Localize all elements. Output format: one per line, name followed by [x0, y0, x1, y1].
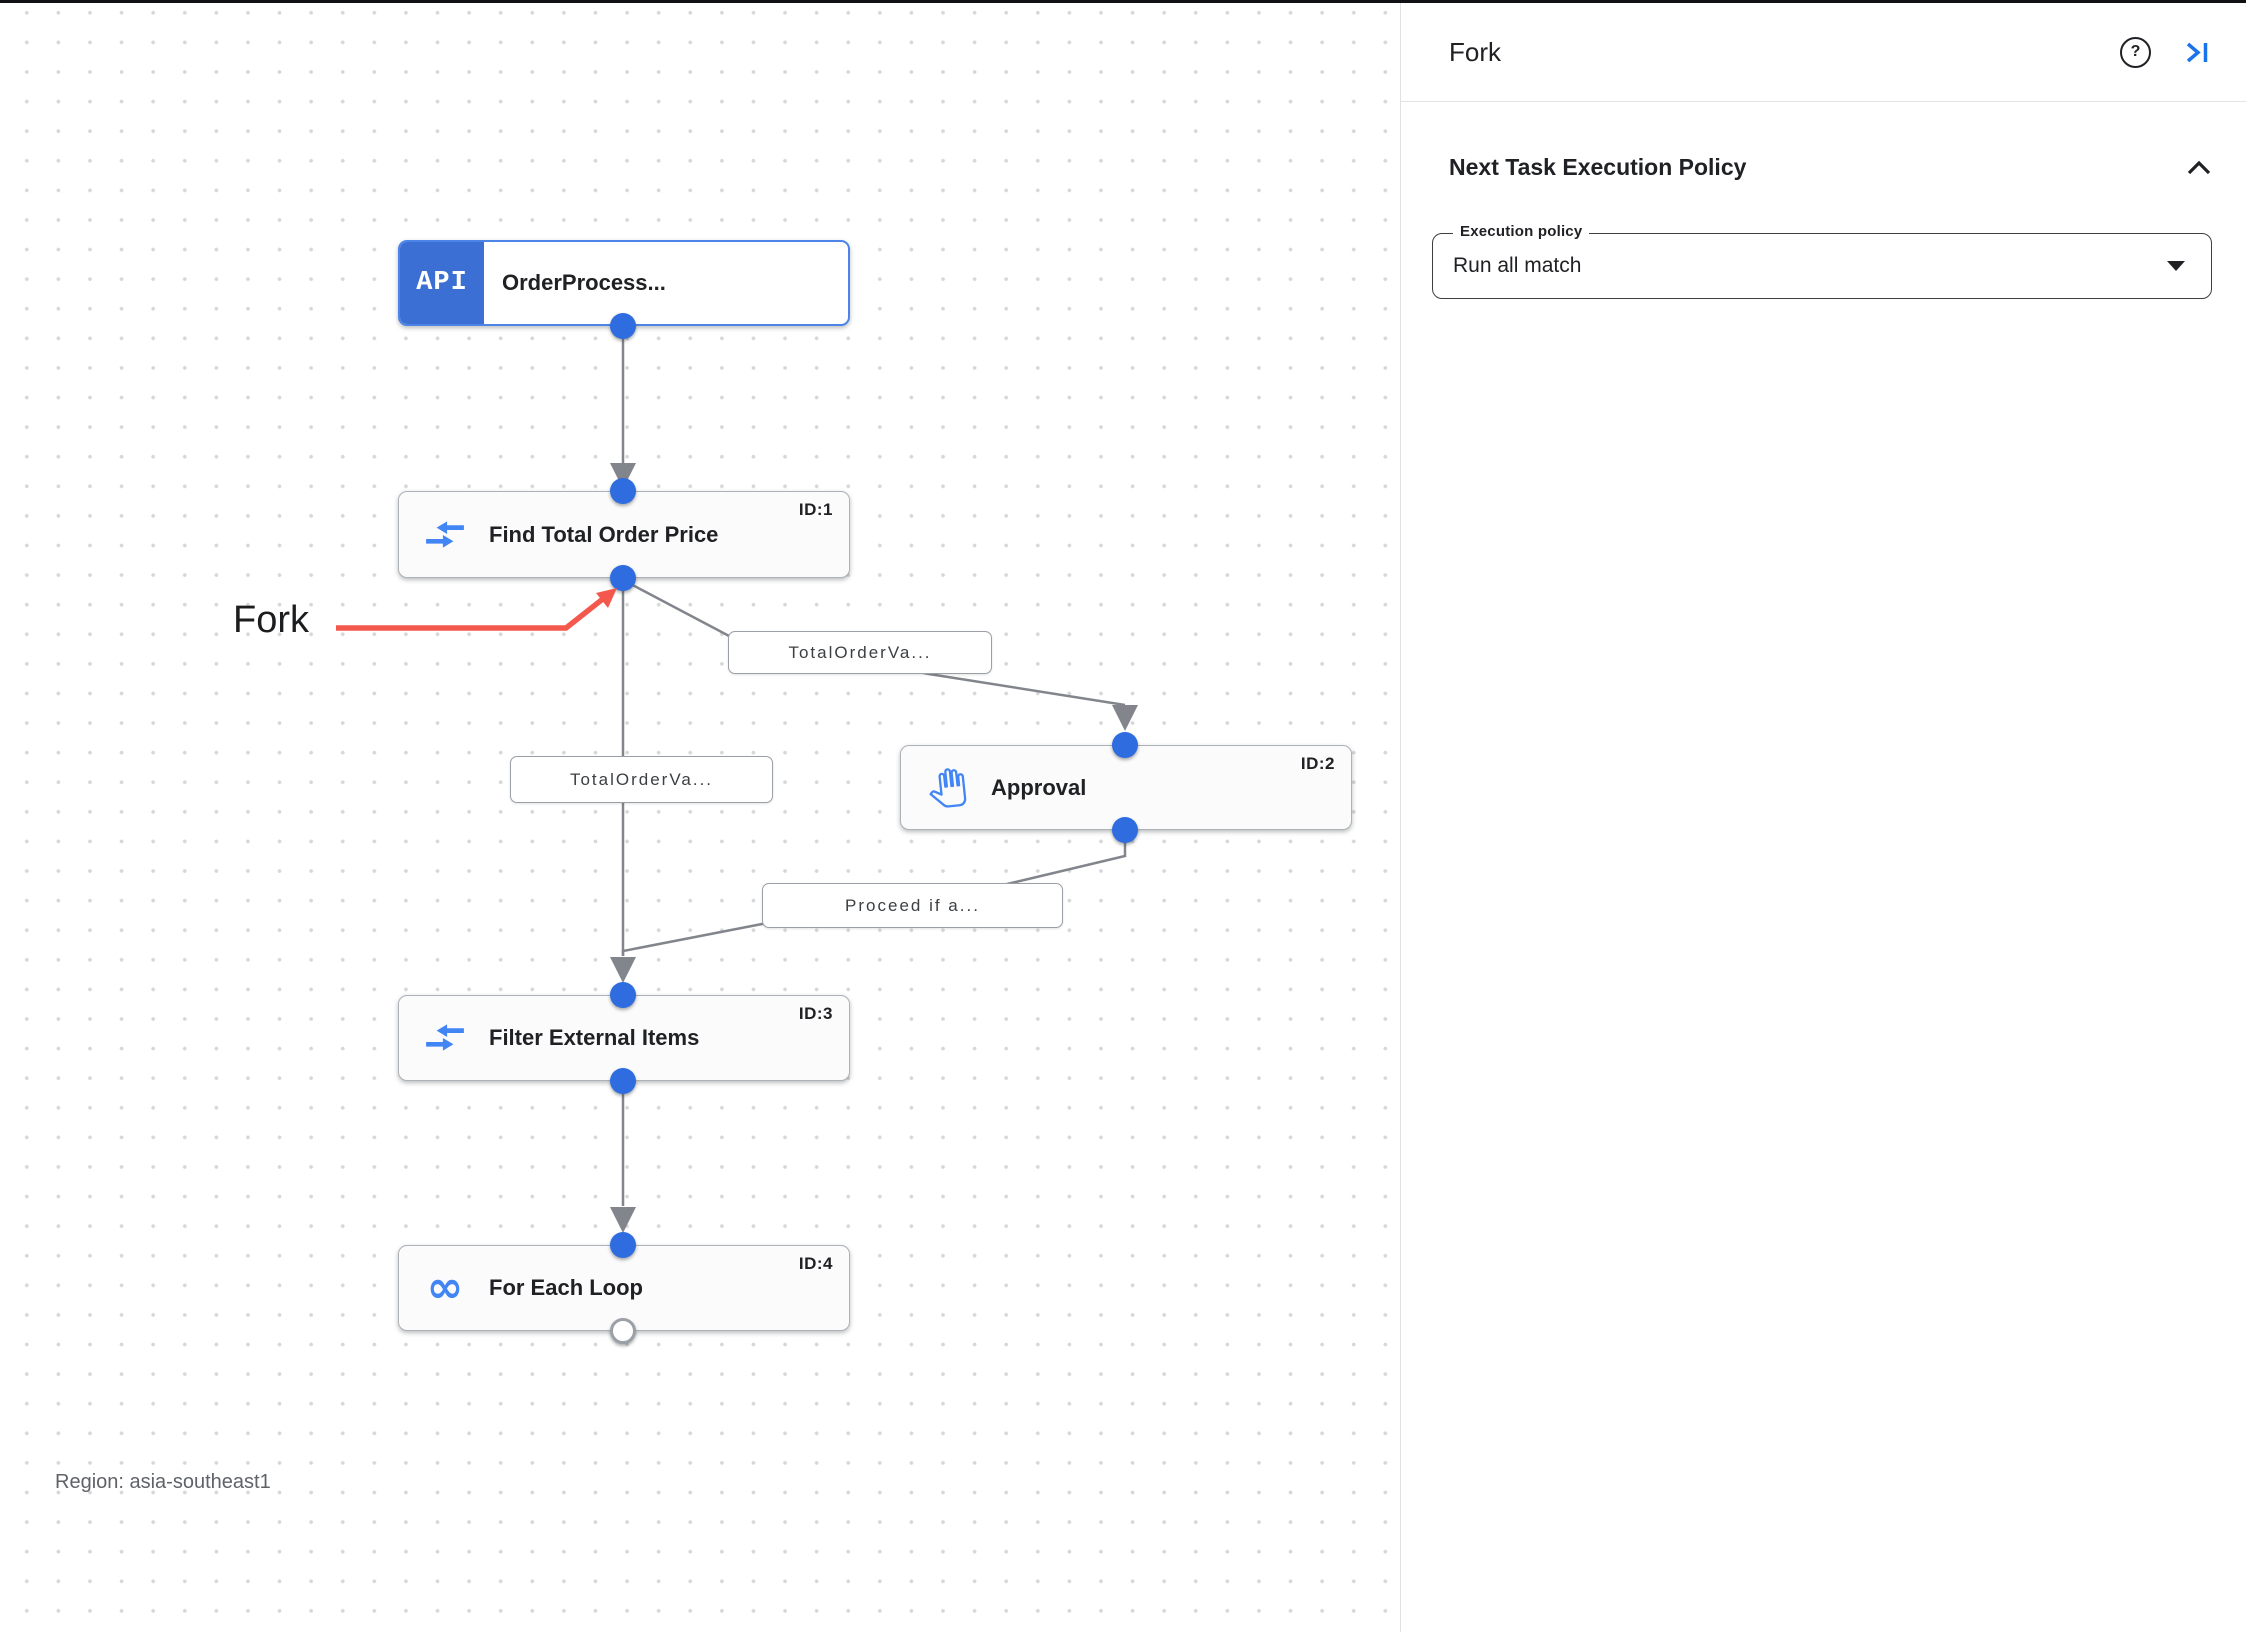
- edge-condition-label[interactable]: TotalOrderVa...: [510, 756, 773, 803]
- connector-port[interactable]: [610, 478, 636, 504]
- execution-policy-field-label: Execution policy: [1453, 223, 1590, 240]
- connector-port[interactable]: [610, 1232, 636, 1258]
- next-task-execution-policy-section: Next Task Execution Policy Execution pol…: [1401, 154, 2246, 299]
- node-task-for-each-loop[interactable]: ∞ For Each Loop ID:4: [398, 1245, 850, 1331]
- approval-hand-icon: [923, 767, 971, 809]
- node-task-approval[interactable]: Approval ID:2: [900, 745, 1352, 830]
- connector-port[interactable]: [1112, 732, 1138, 758]
- data-mapping-icon: [421, 1021, 469, 1055]
- for-each-loop-icon: ∞: [426, 1262, 464, 1313]
- edge-condition-text: TotalOrderVa...: [569, 769, 714, 789]
- connector-port[interactable]: [1112, 817, 1138, 843]
- execution-policy-value: Run all match: [1453, 254, 1582, 277]
- connector-port[interactable]: [610, 1068, 636, 1094]
- node-task-filter-external-items[interactable]: Filter External Items ID:3: [398, 995, 850, 1081]
- connector-port[interactable]: [610, 982, 636, 1008]
- edge-condition-label[interactable]: Proceed if a...: [762, 883, 1063, 928]
- node-title: For Each Loop: [489, 1275, 643, 1300]
- connector-port-empty[interactable]: [610, 1318, 636, 1344]
- fork-annotation-label: Fork: [233, 599, 309, 641]
- node-id-badge: ID:3: [798, 1004, 833, 1023]
- chevron-up-icon[interactable]: [2186, 159, 2212, 176]
- edge-condition-text: TotalOrderVa...: [788, 642, 932, 662]
- config-panel: Fork ? Next Task Execution Policy Execut…: [1400, 3, 2246, 1632]
- edge-condition-text: Proceed if a...: [845, 895, 980, 915]
- panel-header: Fork ?: [1401, 3, 2246, 102]
- region-label: Region: asia-southeast1: [55, 1471, 271, 1493]
- dropdown-caret-icon: [2167, 261, 2185, 271]
- section-title: Next Task Execution Policy: [1449, 154, 1747, 180]
- connector-port-fork[interactable]: [610, 565, 636, 591]
- help-icon[interactable]: ?: [2120, 36, 2151, 68]
- panel-title: Fork: [1449, 36, 1501, 67]
- connector-port[interactable]: [610, 313, 636, 339]
- workflow-canvas[interactable]: TotalOrderVa... TotalOrderVa... Proceed …: [0, 3, 1399, 1632]
- node-id-badge: ID:2: [1300, 754, 1335, 773]
- window-top-edge: [0, 0, 2246, 3]
- execution-policy-select[interactable]: Execution policy Run all match: [1432, 223, 2212, 299]
- edge-condition-label[interactable]: TotalOrderVa...: [728, 631, 992, 674]
- collapse-panel-icon[interactable]: [2182, 39, 2212, 66]
- node-title: OrderProcess...: [502, 270, 666, 295]
- api-trigger-badge: API: [400, 242, 484, 324]
- data-mapping-icon: [421, 518, 469, 552]
- node-id-badge: ID:4: [798, 1254, 833, 1273]
- node-title: Find Total Order Price: [489, 521, 719, 547]
- node-id-badge: ID:1: [798, 500, 833, 519]
- node-title: Filter External Items: [489, 1025, 700, 1050]
- node-title: Approval: [991, 774, 1087, 800]
